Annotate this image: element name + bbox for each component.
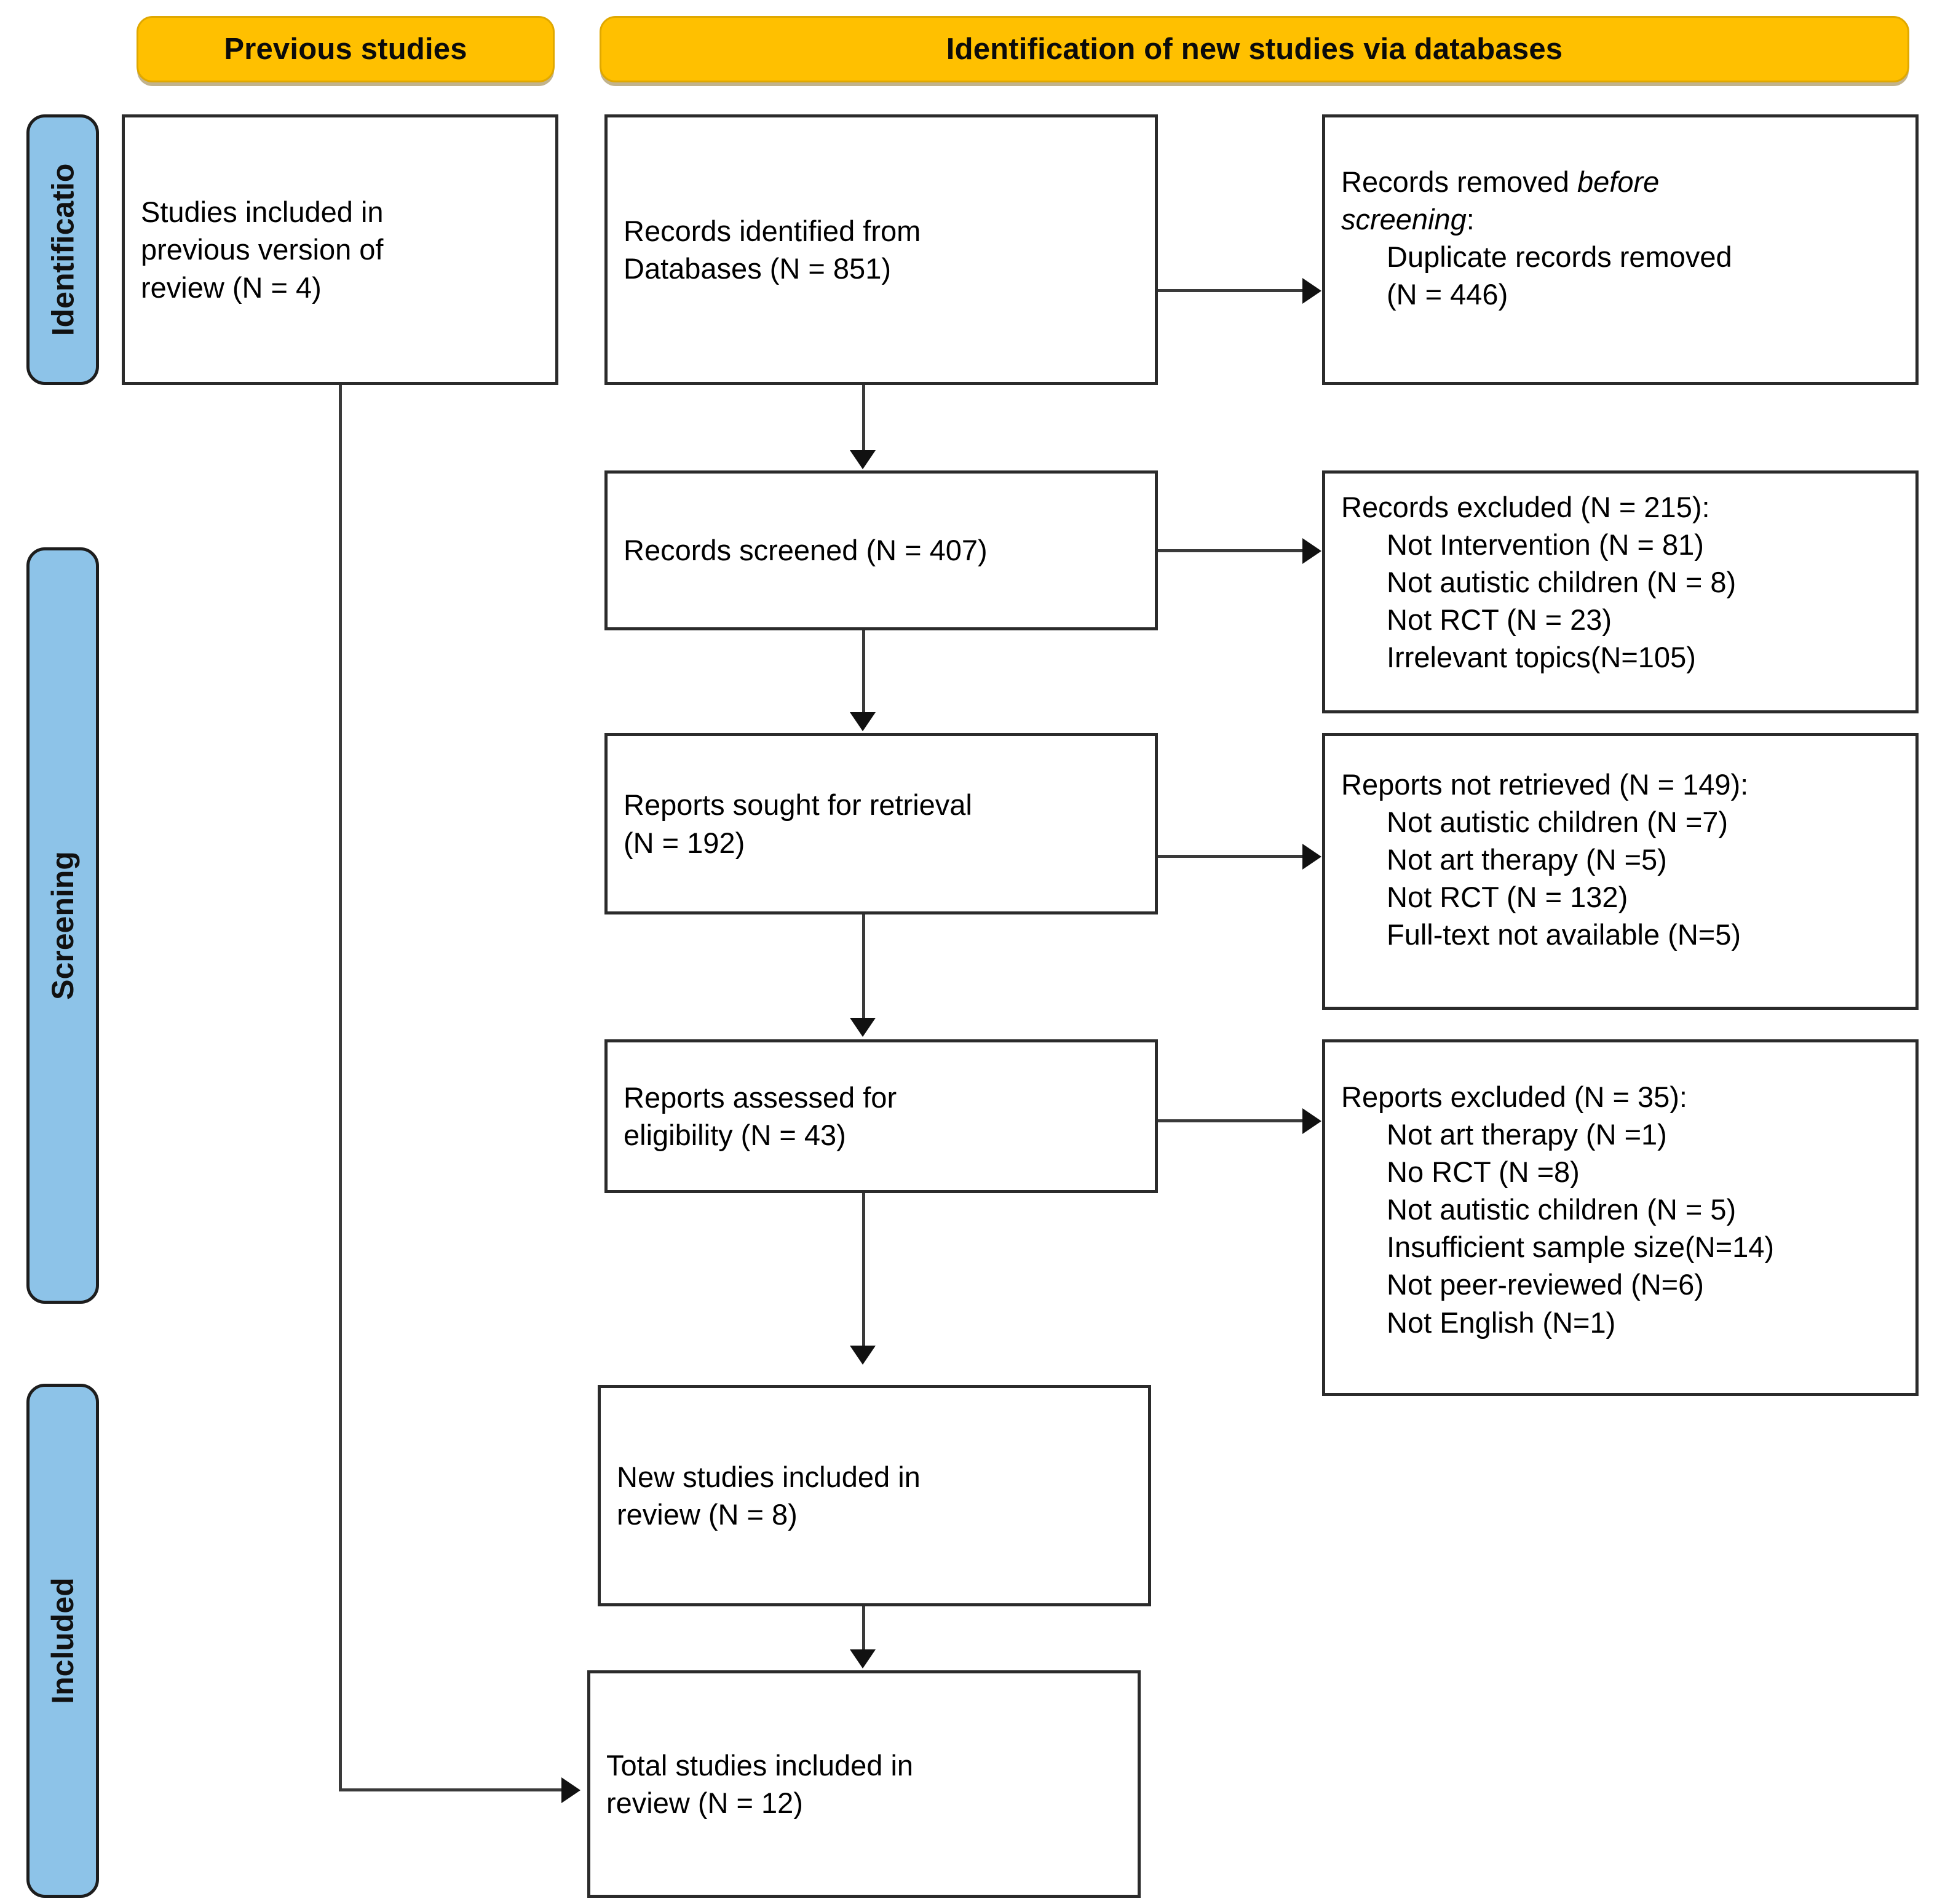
node-reports-sought-for-retrieval: Reports sought for retrieval (N = 192) — [604, 733, 1158, 914]
node-line: Full-text not available (N=5) — [1387, 918, 1741, 951]
node-line: Records screened (N = 407) — [624, 534, 988, 567]
arrow-assessed-to-excluded — [1302, 1108, 1321, 1134]
stage-label-included-text: Included — [46, 1577, 81, 1704]
node-line: Not RCT (N = 132) — [1387, 881, 1628, 914]
node-line: Reports not retrieved (N = 149): — [1341, 768, 1749, 801]
node-line: Records removed before — [1341, 163, 1899, 200]
header-previous-studies-label: Previous studies — [224, 33, 467, 66]
arrow-previous-to-total — [561, 1777, 580, 1803]
node-line: (N = 192) — [624, 826, 745, 859]
node-line: Databases (N = 851) — [624, 252, 891, 285]
connector-sought-to-not-retrieved — [1158, 855, 1304, 858]
records-removed-title-b: before — [1577, 165, 1660, 198]
node-line: Records identified from — [624, 214, 921, 247]
records-removed-title-a: Records removed — [1341, 165, 1577, 198]
connector-screened-to-excluded — [1158, 549, 1304, 552]
arrow-assessed-to-new-studies — [850, 1346, 876, 1365]
node-new-studies-included: New studies included in review (N = 8) — [598, 1385, 1151, 1606]
node-records-removed-before-screening: Records removed before screening: Duplic… — [1322, 114, 1919, 385]
node-line: screening: — [1341, 200, 1899, 238]
header-identification-new-studies-label: Identification of new studies via databa… — [946, 33, 1563, 66]
node-reports-not-retrieved: Reports not retrieved (N = 149): Not aut… — [1322, 733, 1919, 1010]
node-line: Reports sought for retrieval — [624, 788, 972, 822]
node-line: review (N = 8) — [617, 1498, 798, 1531]
node-line: review (N = 12) — [606, 1787, 803, 1819]
stage-label-identification: Identificatio — [26, 114, 99, 385]
node-records-identified: Records identified from Databases (N = 8… — [604, 114, 1158, 385]
arrow-sought-to-not-retrieved — [1302, 844, 1321, 870]
node-line: Records excluded (N = 215): — [1341, 491, 1710, 523]
connector-previous-to-total-horizontal — [339, 1788, 561, 1791]
node-line: Not Intervention (N = 81) — [1387, 528, 1704, 561]
connector-identified-to-screened — [862, 385, 865, 451]
node-total-studies-included: Total studies included in review (N = 12… — [587, 1670, 1141, 1898]
header-identification-new-studies: Identification of new studies via databa… — [600, 16, 1909, 82]
node-line: Not English (N=1) — [1387, 1306, 1616, 1339]
arrow-identified-to-screened — [850, 450, 876, 469]
arrow-screened-to-sought — [850, 712, 876, 731]
node-records-screened: Records screened (N = 407) — [604, 470, 1158, 630]
node-line: Irrelevant topics(N=105) — [1387, 641, 1696, 674]
node-line: Not autistic children (N = 8) — [1387, 566, 1737, 599]
node-line: Insufficient sample size(N=14) — [1387, 1231, 1775, 1264]
header-previous-studies: Previous studies — [137, 16, 555, 82]
connector-assessed-to-new-studies — [862, 1193, 865, 1347]
node-line: No RCT (N =8) — [1387, 1156, 1580, 1189]
node-line: Studies included in — [141, 196, 384, 229]
node-line: Not autistic children (N =7) — [1387, 806, 1729, 839]
node-line: Total studies included in — [606, 1748, 914, 1782]
stage-label-identification-text: Identificatio — [46, 163, 81, 336]
stage-label-screening-text: Screening — [46, 851, 80, 1000]
connector-new-studies-to-total — [862, 1606, 865, 1651]
node-line: Not art therapy (N =1) — [1387, 1118, 1667, 1151]
node-line: eligibility (N = 43) — [624, 1119, 846, 1151]
node-line: Not peer-reviewed (N=6) — [1387, 1268, 1704, 1301]
node-line: Not RCT (N = 23) — [1387, 603, 1612, 637]
node-reports-excluded: Reports excluded (N = 35): Not art thera… — [1322, 1039, 1919, 1396]
arrow-new-studies-to-total — [850, 1649, 876, 1668]
node-line: Duplicate records removed — [1387, 240, 1732, 274]
node-line: previous version of — [141, 233, 384, 266]
stage-label-included: Included — [26, 1384, 99, 1898]
node-line: review (N = 4) — [141, 271, 322, 304]
connector-screened-to-sought — [862, 630, 865, 713]
arrow-identified-to-removed — [1302, 278, 1321, 304]
connector-identified-to-removed — [1158, 289, 1304, 292]
connector-previous-to-total-vertical — [339, 385, 342, 1791]
node-line: Not art therapy (N =5) — [1387, 843, 1667, 876]
node-line: Not autistic children (N = 5) — [1387, 1193, 1737, 1226]
connector-sought-to-assessed — [862, 914, 865, 1019]
node-line: Reports excluded (N = 35): — [1341, 1081, 1687, 1113]
node-line: Reports assessed for — [624, 1081, 897, 1114]
arrow-screened-to-excluded — [1302, 538, 1321, 564]
node-line: (N = 446) — [1387, 278, 1508, 311]
arrow-sought-to-assessed — [850, 1018, 876, 1037]
node-reports-assessed-for-eligibility: Reports assessed for eligibility (N = 43… — [604, 1039, 1158, 1193]
records-removed-title-d: : — [1466, 203, 1475, 236]
stage-label-screening: Screening — [26, 547, 99, 1304]
node-line: New studies included in — [617, 1460, 921, 1493]
node-previous-studies-included: Studies included in previous version of … — [122, 114, 558, 385]
records-removed-title-c: screening — [1341, 203, 1467, 236]
node-records-excluded: Records excluded (N = 215): Not Interven… — [1322, 470, 1919, 713]
connector-assessed-to-excluded — [1158, 1119, 1304, 1122]
